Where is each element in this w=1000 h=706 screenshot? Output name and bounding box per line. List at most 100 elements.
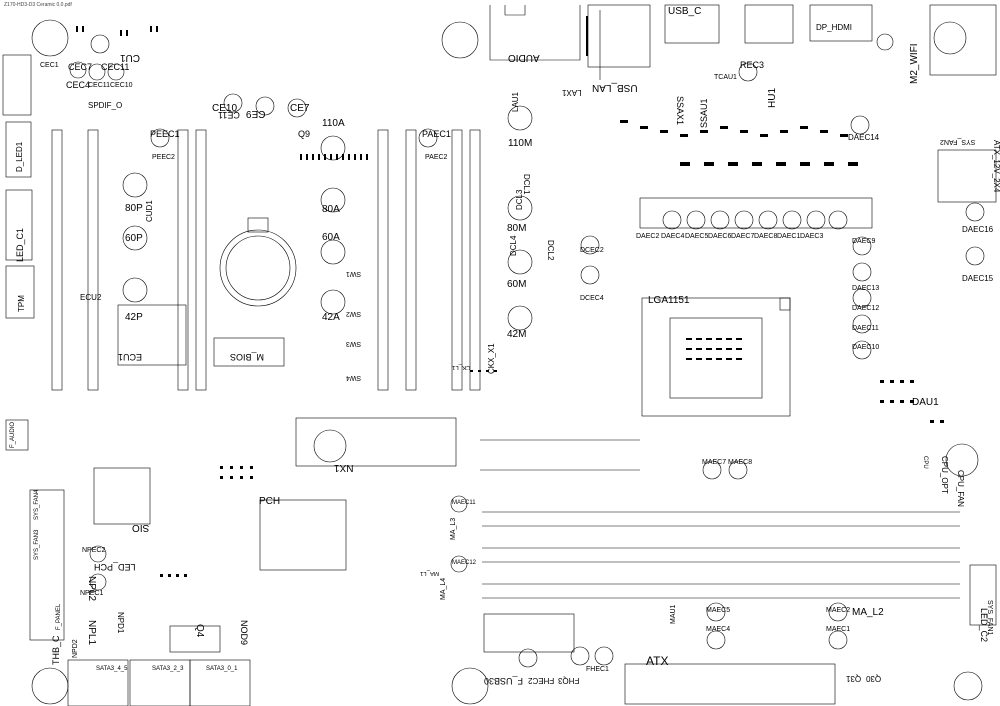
label-daec14: DAEC14 <box>848 133 880 142</box>
label-fhec2: FHEC2 <box>528 676 555 685</box>
label-ma-l2: MA_L2 <box>852 607 884 618</box>
label-sata-23: SATA3_2_3 <box>152 666 184 672</box>
label-paec1: PAEC1 <box>422 129 451 139</box>
capacitor <box>828 602 848 622</box>
capacitor <box>287 98 307 118</box>
label-42p: 42P <box>125 312 143 323</box>
label-m-bios: M_BIOS <box>230 352 265 362</box>
capacitor <box>662 210 682 230</box>
mounting-hole <box>945 443 979 477</box>
label-led-c1: LED_C1 <box>15 227 25 262</box>
capacitor <box>702 460 722 480</box>
capacitor <box>255 96 275 116</box>
label-dau1: DAU1 <box>912 397 939 408</box>
led-c1-header-outline <box>5 189 33 261</box>
capacitor <box>88 63 106 81</box>
label-hu1: HU1 <box>767 87 778 108</box>
sata-port-outline <box>189 659 251 706</box>
label-spdif: SPDIF_O <box>88 101 123 110</box>
pcie-slot-outline <box>195 129 207 391</box>
label-peec2: PEEC2 <box>152 154 175 161</box>
label-maec5: MAEC5 <box>706 607 731 614</box>
label-sata-45: SATA3_4_5 <box>96 666 128 672</box>
capacitor <box>89 573 107 591</box>
label-60m: 60M <box>507 279 527 290</box>
ecu1-outline <box>117 304 187 366</box>
label-npd2: NPD2 <box>72 639 79 658</box>
bios-chip-outline <box>213 337 285 367</box>
label-cec10: CEC10 <box>110 82 133 89</box>
label-ecu1: ECU1 <box>118 352 143 362</box>
label-q30: Q30 <box>866 674 882 683</box>
label-ce7: CE7 <box>290 103 310 114</box>
capacitor <box>734 210 754 230</box>
label-led-c2: LED_C2 <box>979 608 989 643</box>
choke <box>507 305 533 331</box>
smd-pad-cluster <box>76 16 944 577</box>
label-ckx-x1: CKX_X1 <box>487 343 496 374</box>
label-daec3: DAEC3 <box>800 233 824 240</box>
vrm-stage-row <box>639 197 873 229</box>
label-80p: 80P <box>125 203 143 214</box>
label-42m: 42M <box>507 329 527 340</box>
capacitor <box>852 262 872 282</box>
label-f-usb30: F_USB30 <box>484 676 524 686</box>
label-sys-fan3: SYS_FAN3 <box>34 529 40 560</box>
label-110a: 110A <box>322 118 345 129</box>
label-maec2: MAEC2 <box>826 607 851 614</box>
capacitor <box>738 62 758 82</box>
f-audio-header-outline <box>5 419 29 451</box>
label-d-led1: D_LED1 <box>15 141 24 172</box>
capacitor <box>965 202 985 222</box>
capacitor <box>223 93 243 113</box>
capacitor <box>828 210 848 230</box>
label-atx: ATX <box>646 654 669 668</box>
pcie-slot-outline <box>177 129 189 391</box>
capacitor <box>876 33 894 51</box>
socket-notch <box>779 297 791 311</box>
label-sw1: SW1 <box>346 270 362 277</box>
label-tpm: TPM <box>17 295 26 312</box>
battery-clip <box>247 217 269 233</box>
label-ssax1: SSAX1 <box>675 96 685 126</box>
file-title: Z170-HD3-D3 Ceramic 0.0.pdf <box>4 2 72 8</box>
capacitor <box>107 63 125 81</box>
sata-port-outline <box>67 659 129 706</box>
label-sys-fan4: SYS_FAN4 <box>34 489 40 520</box>
label-peec1: PEEC1 <box>150 129 180 139</box>
mounting-hole <box>953 671 983 701</box>
label-pch: PCH <box>259 496 281 507</box>
audio-jack-outline <box>504 5 526 16</box>
label-60p: 60P <box>125 233 143 244</box>
label-tcau1: TCAU1 <box>714 74 737 81</box>
label-f-audio: F_AUDIO <box>10 421 16 448</box>
usb-port-outline <box>744 4 794 44</box>
mounting-hole <box>441 21 479 59</box>
capacitor <box>89 545 107 563</box>
capacitor <box>852 314 872 334</box>
label-npl2: NPL2 <box>86 576 97 602</box>
capacitor <box>580 265 600 285</box>
usb-c-port-outline <box>664 4 720 44</box>
sio-chip-outline <box>93 467 151 525</box>
label-cec4: CEC4 <box>66 80 91 90</box>
label-maec8: MAEC8 <box>728 459 753 466</box>
label-daec11: DAEC11 <box>852 325 879 332</box>
capacitor <box>850 115 870 135</box>
cmos-battery-inner <box>225 235 291 301</box>
mounting-hole <box>31 19 69 57</box>
capacitor <box>806 210 826 230</box>
label-sw2: SW2 <box>346 310 362 317</box>
label-dcl2: DCL2 <box>546 240 555 261</box>
d-led-header-outline <box>5 121 32 178</box>
label-cec1: CEC1 <box>40 62 59 69</box>
label-mau1: MAU1 <box>670 604 677 624</box>
label-f-panel: F_PANEL <box>56 603 62 630</box>
label-m2-wifi: M2_WIFI <box>909 43 920 84</box>
mounting-hole <box>451 667 489 705</box>
capacitor <box>706 630 726 650</box>
label-daec9: DAEC9 <box>852 238 876 245</box>
label-lga1151: LGA1151 <box>648 295 690 306</box>
label-ma-l1: MA_L1 <box>420 570 440 576</box>
